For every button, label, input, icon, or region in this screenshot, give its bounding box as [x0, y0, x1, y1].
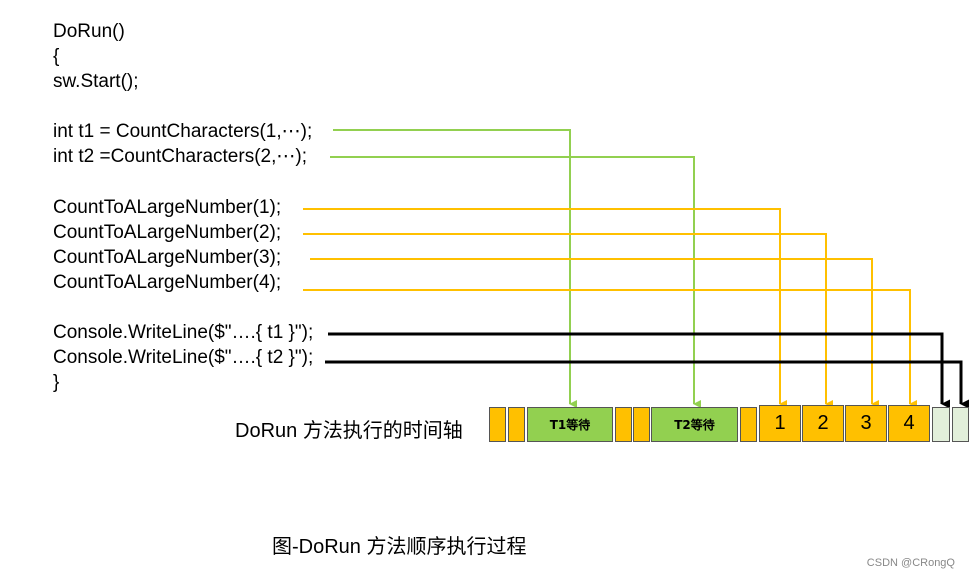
arrow-count-4: [303, 289, 917, 408]
code-line-sw-start: sw.Start();: [53, 71, 139, 92]
arrow-t1: [333, 129, 577, 408]
timeline-block-t2-wait: T2等待: [651, 407, 738, 442]
code-line-count-3: CountToALargeNumber(3);: [53, 247, 282, 268]
timeline-block-7: [740, 407, 757, 442]
timeline-block-1: [489, 407, 506, 442]
figure-caption: 图-DoRun 方法顺序执行过程: [272, 536, 527, 558]
arrow-count-2: [303, 233, 833, 408]
arrow-t2: [330, 156, 701, 408]
timeline-block-count-2: 2: [802, 405, 844, 442]
code-line-count-4: CountToALargeNumber(4);: [53, 272, 282, 293]
timeline-block-count-4: 4: [888, 405, 930, 442]
timeline-block-count-1: 1: [759, 405, 801, 442]
timeline-block-count-3: 3: [845, 405, 887, 442]
timeline-block-t1-wait: T1等待: [527, 407, 613, 442]
timeline-block-4: [615, 407, 632, 442]
code-line-close-brace: }: [53, 372, 60, 393]
watermark: CSDN @CRongQ: [866, 557, 955, 569]
timeline-block-5: [633, 407, 650, 442]
code-line-writeline-t1: Console.WriteLine($"….{ t1 }");: [53, 322, 314, 343]
timeline-label: DoRun 方法执行的时间轴: [235, 420, 463, 442]
code-line-t2: int t2 =CountCharacters(2,⋯);: [53, 146, 307, 167]
code-line-t1: int t1 = CountCharacters(1,⋯);: [53, 121, 313, 142]
timeline-block-writeline-2: [952, 407, 969, 442]
arrow-writeline-t1: [328, 332, 950, 409]
code-line-writeline-t2: Console.WriteLine($"….{ t2 }");: [53, 347, 314, 368]
arrow-count-3: [310, 258, 879, 408]
timeline-block-writeline-1: [932, 407, 950, 442]
code-line-open-brace: {: [53, 46, 60, 67]
arrow-count-1: [303, 208, 787, 408]
code-line-count-2: CountToALargeNumber(2);: [53, 222, 282, 243]
code-line-count-1: CountToALargeNumber(1);: [53, 197, 282, 218]
timeline-block-2: [508, 407, 525, 442]
arrow-writeline-t2: [325, 360, 969, 409]
code-line-dorun: DoRun(): [53, 21, 125, 42]
